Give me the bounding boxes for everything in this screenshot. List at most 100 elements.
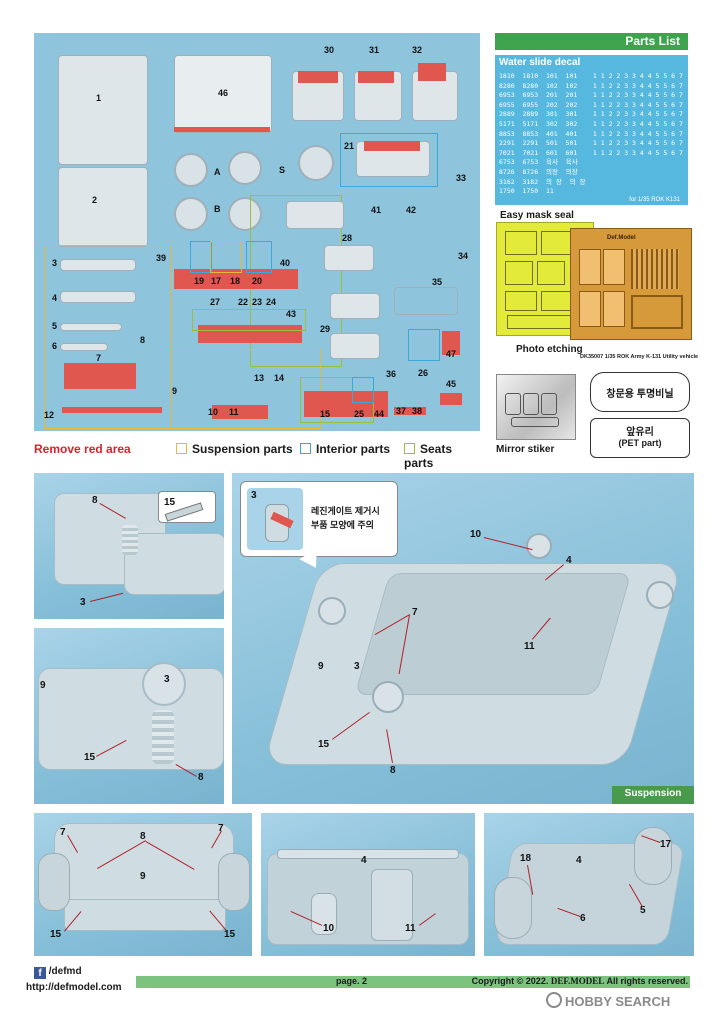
mask-piece xyxy=(505,231,537,255)
sprue-label-43: 43 xyxy=(286,309,297,319)
red-area-32 xyxy=(418,63,446,81)
watermark: HOBBY SEARCH xyxy=(546,992,670,1009)
wheel-a1 xyxy=(174,153,208,187)
callout-8: 8 xyxy=(390,765,396,776)
callout-11: 11 xyxy=(524,641,535,652)
note-part-image: 3 xyxy=(247,488,303,550)
callout-5: 5 xyxy=(640,905,646,916)
sprue-label-42: 42 xyxy=(406,205,417,215)
mask-piece xyxy=(537,261,565,285)
callout-18: 18 xyxy=(520,853,532,864)
part-5 xyxy=(60,323,122,331)
callout-10: 10 xyxy=(470,529,482,540)
rear-wheel xyxy=(494,877,532,939)
part-4 xyxy=(60,291,136,303)
chassis-frame xyxy=(354,573,632,695)
mirror-piece xyxy=(511,417,559,427)
rear-wheel xyxy=(634,827,672,885)
sprue-label-46: 46 xyxy=(218,88,229,98)
suspension-badge: Suspension xyxy=(612,786,694,804)
sprue-label-25: 25 xyxy=(354,409,365,419)
legend-interior-label: Interior parts xyxy=(316,442,391,456)
callout-7: 7 xyxy=(60,827,66,838)
etching-seat xyxy=(603,291,625,327)
part-hood xyxy=(58,167,148,247)
callout-4: 4 xyxy=(576,855,582,866)
decal-row: 2291 2291 501 501 1 1 2 2 3 3 4 4 5 5 6 … xyxy=(499,139,683,148)
legend-seats-label: Seats parts xyxy=(404,442,453,470)
part-28b xyxy=(324,245,374,271)
callout-15: 15 xyxy=(84,752,96,763)
sprue-label-2: 2 xyxy=(92,195,98,205)
part-28a xyxy=(286,201,344,229)
decal-row: 1810 1810 101 101 1 1 2 2 3 3 4 4 5 5 6 … xyxy=(499,72,683,80)
leader-line xyxy=(90,592,124,602)
page-number: page. 2 xyxy=(336,976,368,986)
legend-interior-swatch xyxy=(300,443,311,454)
sprue-label-22: 22 xyxy=(238,297,249,307)
interior-box-21 xyxy=(340,133,438,187)
footer-bar: page. 2 Copyright © 2022. DEF.MODEL All … xyxy=(136,976,690,988)
callout-17: 17 xyxy=(660,839,672,850)
red-sprue-15 xyxy=(304,391,388,417)
parts-list-title: Parts List xyxy=(625,34,680,48)
legend-remove: Remove red area xyxy=(34,442,131,456)
red-area-31 xyxy=(358,71,394,83)
mask-piece xyxy=(507,315,579,329)
steering-knob xyxy=(142,662,186,706)
callout-8: 8 xyxy=(198,772,204,783)
callout-9: 9 xyxy=(40,680,46,691)
suspension-box-17 xyxy=(210,241,242,273)
sprue-label-36: 36 xyxy=(386,369,397,379)
legend: Remove red area Suspension parts Interio… xyxy=(34,442,480,470)
red-sprue-10 xyxy=(212,405,268,419)
red-area-21 xyxy=(364,141,420,151)
decal-row: 5171 5171 302 302 1 1 2 2 3 3 4 4 5 5 6 … xyxy=(499,119,683,128)
sprue-label-30: 30 xyxy=(324,45,335,55)
sprue-label-26: 26 xyxy=(418,368,429,378)
suspension-badge-label: Suspension xyxy=(624,788,682,799)
tank xyxy=(371,869,413,941)
decal-row: 6753 6753 육사 육사 xyxy=(499,158,578,167)
sprue-label-S: S xyxy=(279,165,286,175)
part-35 xyxy=(394,287,458,315)
footer-social[interactable]: f /defmd xyxy=(34,966,82,979)
footer-url[interactable]: http://defmodel.com xyxy=(26,982,122,993)
part-canopy xyxy=(174,55,272,133)
sprue-label-34: 34 xyxy=(458,251,469,261)
windshield-sublabel: (PET part) xyxy=(618,438,662,448)
red-area-37 xyxy=(394,407,426,415)
social-handle: /defmd xyxy=(48,966,82,977)
wheel-s xyxy=(298,145,334,181)
red-area-12 xyxy=(62,407,162,413)
sprue-label-15: 15 xyxy=(320,409,331,419)
front-wheel-hub xyxy=(318,597,346,625)
etching-brand: Def.Model xyxy=(607,235,636,241)
sprue-label-31: 31 xyxy=(369,45,380,55)
sprue-label-33: 33 xyxy=(456,173,467,183)
red-area-canopy xyxy=(174,127,270,132)
etching-seat xyxy=(603,249,625,285)
sprue-label-7: 7 xyxy=(96,353,102,363)
sprue-label-27: 27 xyxy=(210,297,221,307)
sprue-label-44: 44 xyxy=(374,409,385,419)
decal-footer: for 1/35 ROK K131 xyxy=(629,197,680,203)
decal-row: 8726 8726 의장 의장 xyxy=(499,167,578,176)
photo-steering-knuckle: 9 3 15 8 xyxy=(34,628,224,804)
mask-piece xyxy=(541,291,573,311)
photo-etching-fret: Def.Model xyxy=(570,228,692,340)
callout-15: 15 xyxy=(50,929,62,940)
decal-row: 6955 6955 202 202 1 1 2 2 3 3 4 4 5 5 6 … xyxy=(499,100,683,109)
callout-15: 15 xyxy=(224,929,236,940)
sprue-label-37: 37 xyxy=(396,406,407,416)
sprue-label-6: 6 xyxy=(52,341,58,351)
red-sprue-39 xyxy=(174,269,298,289)
wheel-a2 xyxy=(228,151,262,185)
legend-seats: Seats parts xyxy=(404,442,480,470)
photo-main-chassis: 3 레진게이트 제거시 부품 모양에 주의 10 4 7 11 9 3 15 8… xyxy=(232,473,694,804)
sprue-label-40: 40 xyxy=(280,258,291,268)
photo-underside: 4 10 11 xyxy=(261,813,475,956)
mirror-sticker-sheet xyxy=(496,374,576,440)
coil-spring xyxy=(122,525,138,555)
mask-piece xyxy=(505,261,533,285)
